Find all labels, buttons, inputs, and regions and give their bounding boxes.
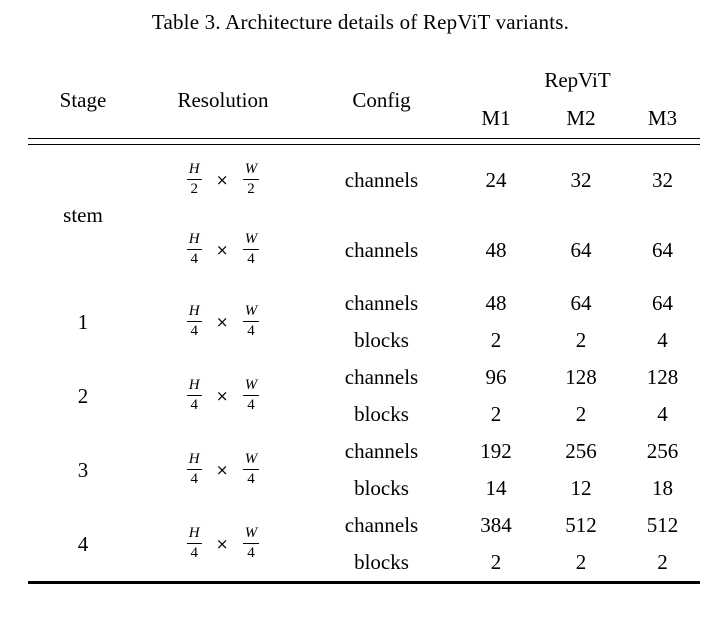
config-label: channels (344, 513, 419, 537)
value-m1: 2 (490, 328, 502, 352)
value-m1: 48 (485, 237, 507, 262)
header-group-repvit: RepViT (544, 67, 611, 92)
value-m3: 512 (646, 513, 679, 537)
fraction-w-2: W 2 (242, 161, 260, 197)
value-m1: 96 (485, 365, 507, 389)
table-row: 4 H 4 × W 4 channels 384 (28, 507, 700, 561)
fraction-h-4: H 4 (186, 231, 202, 267)
stage-label-stem: stem (63, 202, 103, 227)
table-row: 3 H 4 × W 4 channels 192 (28, 433, 700, 487)
fraction-h-4: H 4 (186, 451, 202, 487)
value-m2: 2 (575, 402, 587, 426)
fraction-w-4: W 4 (242, 525, 260, 561)
resolution-cell: H 4 × W 4 (138, 359, 308, 433)
value-m2: 128 (565, 365, 597, 389)
fraction-w-4: W 4 (242, 303, 260, 339)
value-m2: 64 (570, 291, 592, 315)
times-icon: × (215, 313, 229, 331)
times-icon: × (215, 171, 229, 189)
table-row: stem H 2 × W 2 channels (28, 145, 700, 226)
times-icon: × (215, 461, 229, 479)
value-m1: 2 (490, 402, 502, 426)
value-m2: 256 (565, 439, 597, 463)
config-label: blocks (354, 328, 409, 352)
table-row: 1 H 4 × W 4 channels 48 (28, 285, 700, 339)
resolution-cell: H 4 × W 4 (138, 507, 308, 581)
table-header: Stage Resolution Config RepViT M1 M2 M3 (28, 62, 700, 138)
header-config: Config (352, 87, 411, 112)
header-model-m2: M2 (566, 105, 596, 130)
fraction-w-4: W 4 (242, 451, 260, 487)
resolution-cell: H 2 × W 2 (138, 145, 308, 215)
stage-label-1: 1 (77, 309, 89, 334)
header-resolution: Resolution (177, 87, 269, 112)
value-m3: 32 (652, 167, 673, 192)
fraction-w-4: W 4 (242, 231, 260, 267)
times-icon: × (215, 535, 229, 553)
config-label: channels (344, 365, 419, 389)
table-body: stem H 2 × W 2 channels (28, 145, 700, 581)
table-container: Stage Resolution Config RepViT M1 M2 M3 … (28, 62, 700, 584)
fraction-h-4: H 4 (186, 303, 202, 339)
value-m1: 14 (485, 476, 507, 500)
config-label: blocks (354, 402, 409, 426)
times-icon: × (215, 387, 229, 405)
table-row: blocks 2 2 2 (28, 544, 700, 581)
table-caption: Table 3. Architecture details of RepViT … (151, 10, 570, 34)
config-label: channels (344, 167, 419, 192)
header-model-m3: M3 (647, 105, 678, 130)
header-body-divider (28, 138, 700, 145)
value-m3: 18 (652, 476, 673, 500)
value-m2: 32 (570, 167, 592, 192)
value-m1: 192 (480, 439, 512, 463)
table-row: blocks 14 12 18 (28, 470, 700, 507)
value-m3: 64 (652, 291, 673, 315)
resolution-cell: H 4 × W 4 (138, 215, 308, 285)
value-m2: 512 (565, 513, 597, 537)
value-m2: 12 (570, 476, 592, 500)
value-m1: 24 (485, 167, 507, 192)
value-m3: 64 (652, 237, 673, 262)
config-label: channels (344, 237, 419, 262)
value-m2: 64 (570, 237, 592, 262)
value-m3: 256 (646, 439, 679, 463)
value-m3: 2 (657, 550, 668, 574)
config-label: channels (344, 291, 419, 315)
fraction-h-4: H 4 (186, 377, 202, 413)
config-label: blocks (354, 550, 409, 574)
fraction-w-4: W 4 (242, 377, 260, 413)
value-m3: 4 (657, 402, 668, 426)
fraction-h-4: H 4 (186, 525, 202, 561)
resolution-cell: H 4 × W 4 (138, 433, 308, 507)
table-row: 2 H 4 × W 4 channels 96 (28, 359, 700, 413)
header-stage: Stage (59, 87, 107, 112)
header-model-m1: M1 (481, 105, 511, 130)
value-m1: 2 (490, 550, 502, 574)
value-m1: 48 (485, 291, 507, 315)
config-label: channels (344, 439, 419, 463)
stage-label-3: 3 (77, 457, 89, 482)
stage-label-4: 4 (77, 531, 89, 556)
config-label: blocks (354, 476, 409, 500)
table-bottom-rule (28, 581, 700, 584)
table-row: blocks 2 2 4 (28, 322, 700, 359)
table-row: blocks 2 2 4 (28, 396, 700, 433)
value-m2: 2 (575, 328, 587, 352)
stage-label-2: 2 (77, 383, 89, 408)
value-m2: 2 (575, 550, 587, 574)
times-icon: × (215, 241, 229, 259)
value-m3: 4 (657, 328, 668, 352)
fraction-h-2: H 2 (186, 161, 202, 197)
value-m1: 384 (480, 513, 512, 537)
value-m3: 128 (646, 365, 679, 389)
resolution-cell: H 4 × W 4 (138, 285, 308, 359)
table-row: H 4 × W 4 channels 48 64 64 (28, 215, 700, 285)
